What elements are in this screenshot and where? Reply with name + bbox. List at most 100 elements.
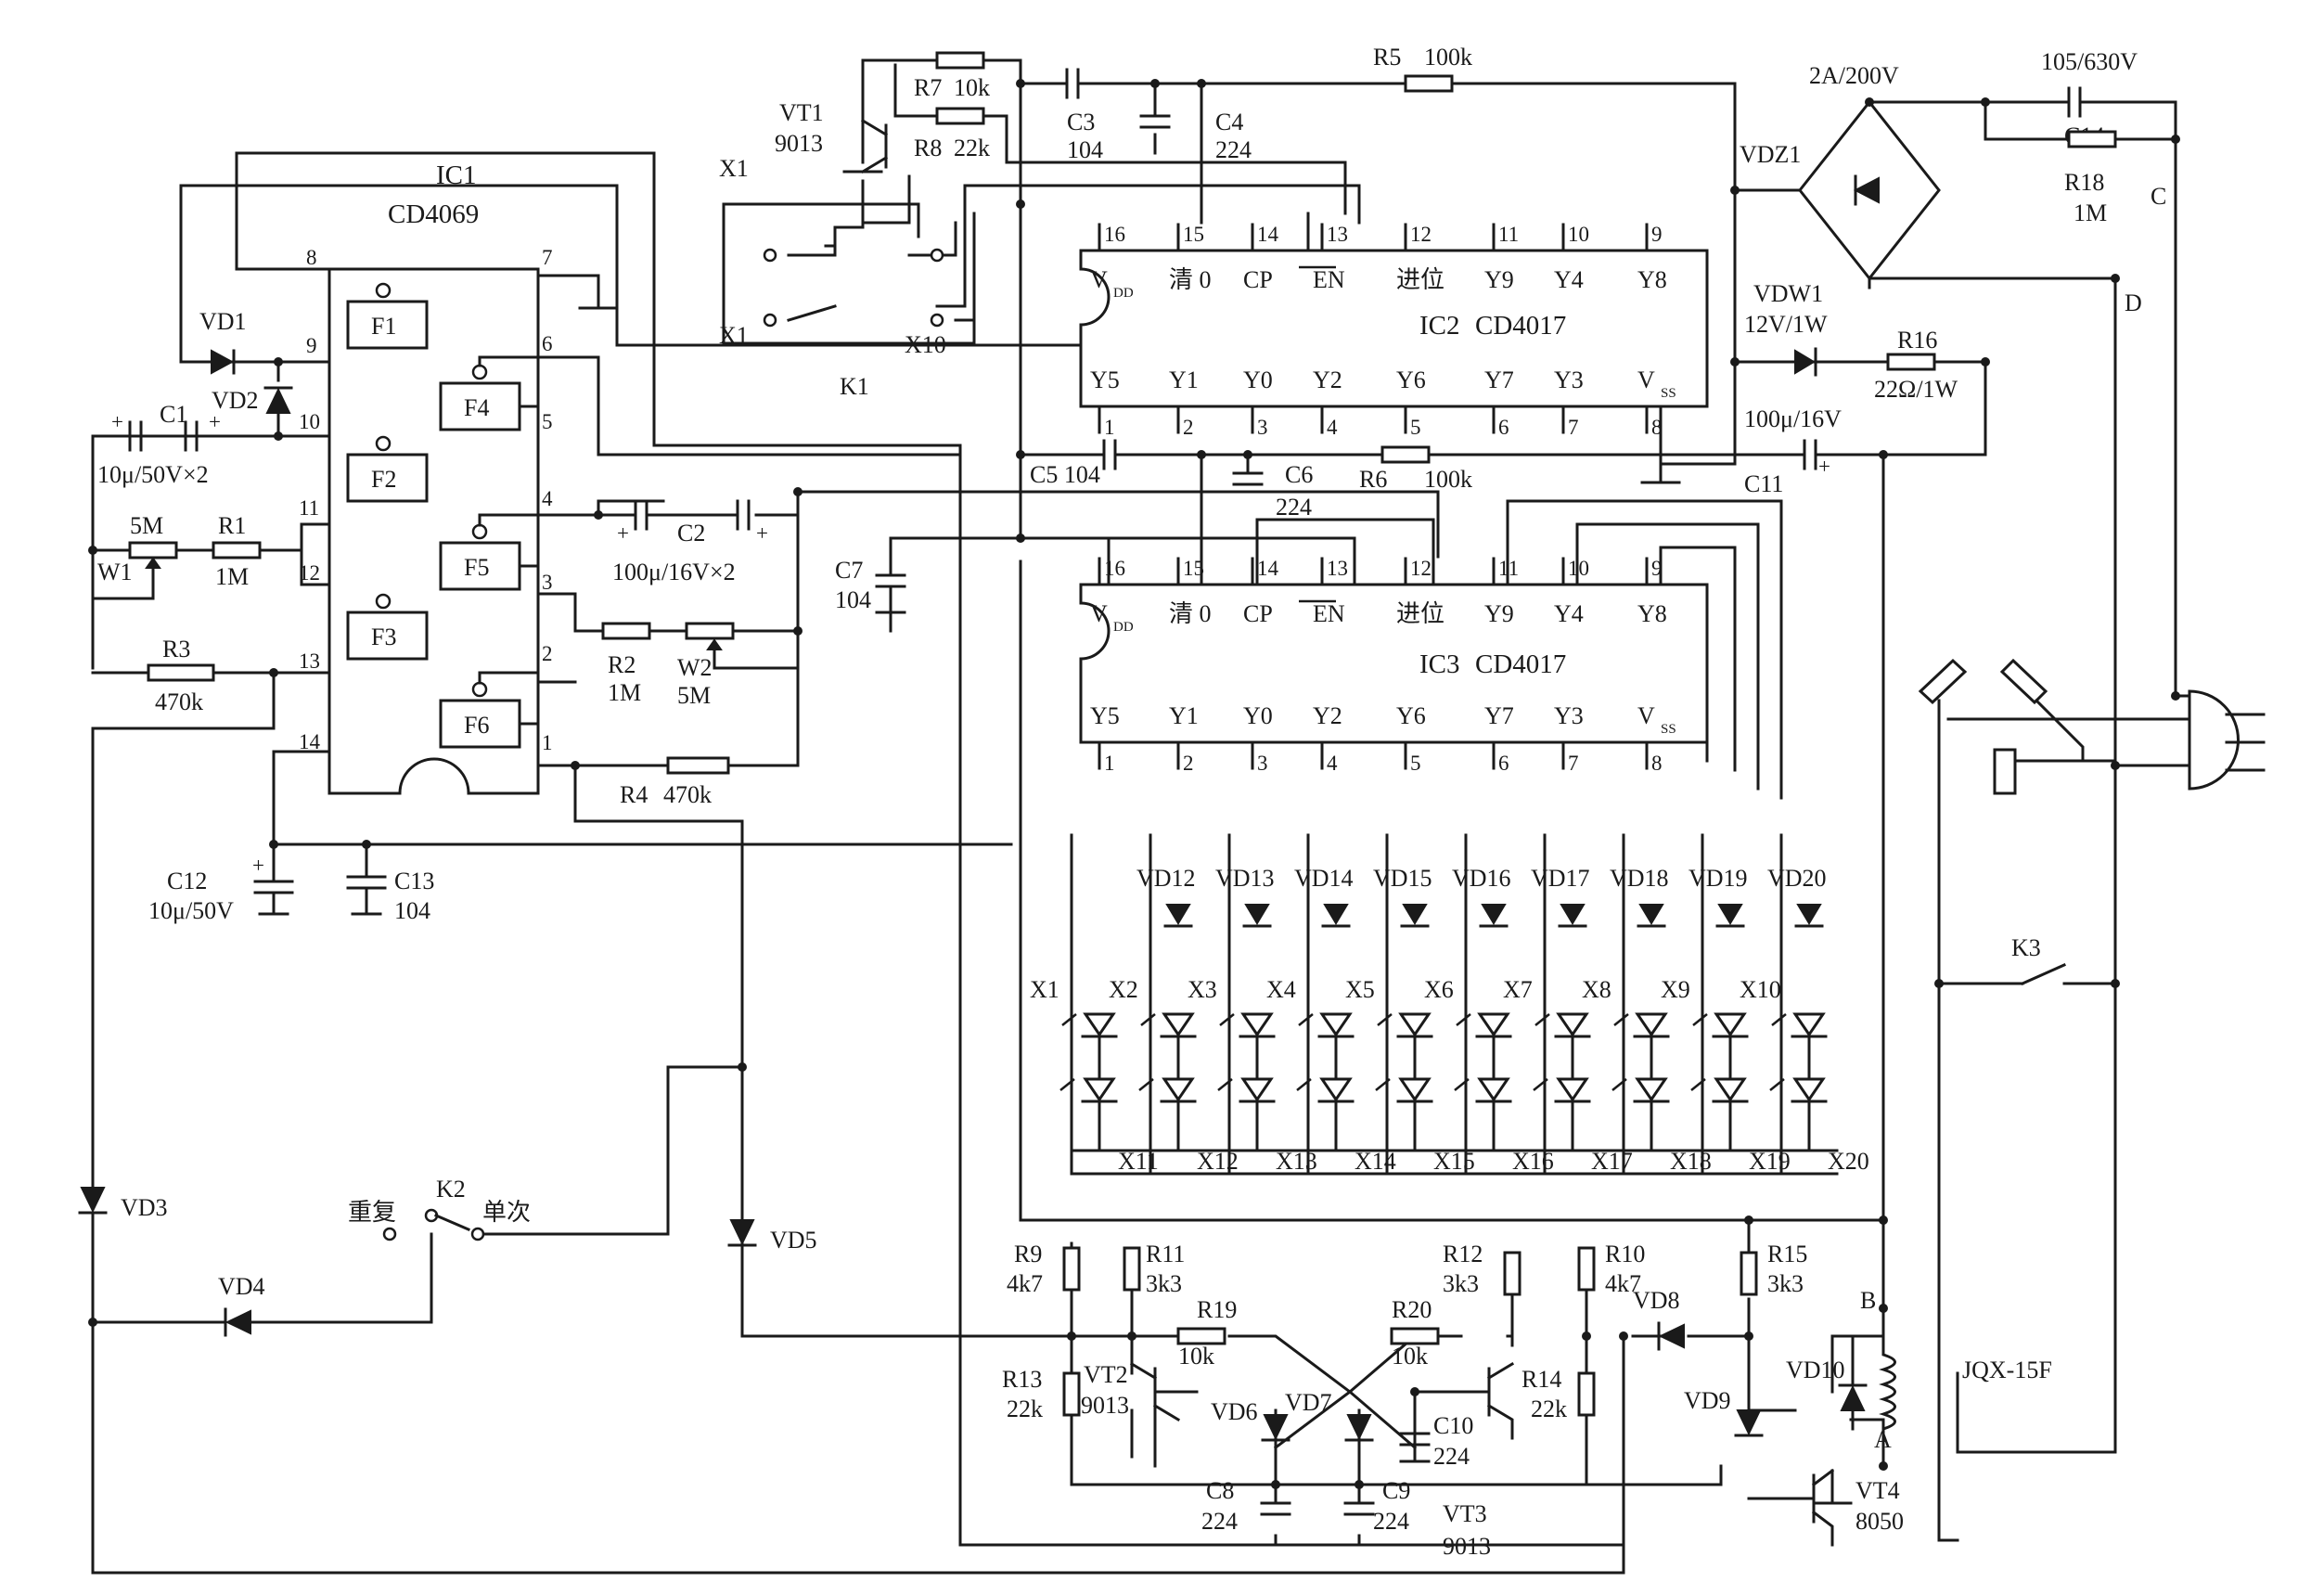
ic3-pins-bot-pin: 4 [1327,752,1338,775]
resistor-r12: R12 3k3 [1443,1241,1522,1297]
diode-vd5: VD5 [727,1219,817,1254]
ic2-pins-bot-label: Y7 [1484,367,1514,393]
ic3-pins-bot-label: Y5 [1090,702,1120,729]
svg-text:R12: R12 [1443,1241,1483,1267]
capacitor-c2: + + C2 100μ/16V×2 [612,499,768,585]
svg-text:R3: R3 [162,636,190,662]
led-ray [1454,1078,1470,1091]
svg-text:VD1: VD1 [199,308,247,335]
switch-k1[interactable]: X1 X1 X10 K1 [719,155,946,400]
svg-text:8050: 8050 [1855,1508,1904,1535]
svg-text:R8: R8 [914,135,942,161]
svg-text:单次: 单次 [482,1199,531,1226]
bottom-wiring [91,1065,1885,1547]
svg-text:B: B [1860,1287,1876,1314]
svg-text:470k: 470k [663,781,712,808]
svg-text:IC3: IC3 [1419,650,1460,679]
svg-text:104: 104 [835,586,871,613]
capacitor-c12: + C12 10μ/50V [148,854,294,924]
gate-f3 [346,611,429,661]
steering-diode [1796,904,1822,925]
svg-text:12V/1W: 12V/1W [1744,311,1828,338]
gate-f2-label: F2 [371,466,396,493]
diode-vd6: VD6 [1211,1398,1290,1442]
svg-text:104: 104 [1067,136,1103,163]
ic3-pins-top-pin: 9 [1651,557,1663,580]
ic1-part: CD4069 [388,199,479,229]
svg-text:X1: X1 [719,322,749,349]
svg-text:3: 3 [542,571,553,594]
resistor-r1: R1 1M [212,512,262,590]
svg-text:K2: K2 [436,1176,466,1203]
led-bottom-label: X15 [1433,1148,1475,1175]
svg-text:12: 12 [299,561,320,585]
resistor-r10: R10 4k7 [1577,1241,1645,1297]
svg-text:1M: 1M [215,563,249,590]
diode-vd2: VD2 [212,386,293,414]
ic2-pins-bot-label: Y6 [1396,367,1426,393]
resistor-r11: R11 3k3 [1123,1241,1185,1297]
resistor-r7: R7 10k [914,51,990,101]
svg-text:VDW1: VDW1 [1753,280,1823,307]
svg-text:22k: 22k [1007,1396,1043,1422]
ic2-pins-top-label: EN [1313,266,1345,293]
diode-vd3: VD3 [78,1187,168,1221]
capacitor-c8: C8 224 [1201,1477,1291,1535]
ic2-pins-top-label: Y8 [1637,266,1667,293]
ic2-pins-bot-pin: 3 [1257,416,1268,439]
svg-text:9013: 9013 [1443,1533,1491,1560]
resistor-r9: R9 4k7 [1007,1241,1081,1297]
relay-label: JQX-15F [1962,1357,2052,1383]
junction-dots [88,79,2180,1489]
svg-text:R14: R14 [1522,1366,1561,1393]
capacitor-c13: C13 104 [346,868,434,924]
resistor-r6: R6 100k [1359,445,1472,493]
resistor-r13: R13 22k [1002,1366,1081,1422]
led-ray [1296,1078,1312,1091]
svg-text:R18: R18 [2064,169,2104,196]
ic2-pins-vdd-sub: DD [1113,286,1134,301]
led-top-label: X5 [1345,976,1375,1003]
led-ray [1534,1013,1550,1026]
svg-text:W1: W1 [97,559,133,585]
svg-text:470k: 470k [155,688,203,715]
steering-diode-label: VD16 [1452,865,1511,892]
resistor-r15: R15 3k3 [1740,1241,1807,1297]
led-top-label: X7 [1503,976,1533,1003]
gate-f6-label: F6 [464,712,489,739]
capacitor-c5: C5 104 [1030,439,1117,488]
svg-text:10k: 10k [954,74,990,101]
svg-text:C13: C13 [394,868,434,894]
led-bottom [1477,1077,1510,1102]
led-ray [1611,1078,1627,1091]
relay-coil: B A [1860,1287,1896,1468]
svg-text:10: 10 [299,410,320,433]
led-bottom-label: X17 [1591,1148,1633,1175]
ic3-pins-top-pin: 15 [1183,557,1204,580]
ic3-pins-bot-label: Y0 [1243,702,1273,729]
svg-text:2: 2 [542,642,553,665]
led-bottom-label: X16 [1512,1148,1554,1175]
gate-f1 [346,300,429,350]
gate-f4 [439,381,521,431]
ic2-pins-bot-label: Y3 [1554,367,1584,393]
ic2-pins-top-label: Y9 [1484,266,1514,293]
ic2-pins-bot-pin: 6 [1498,416,1509,439]
ic3-pins-vss-sub: SS [1661,722,1676,737]
switch-k2[interactable]: 重复 K2 单次 [348,1176,531,1241]
gate-f5-label: F5 [464,554,489,581]
svg-text:R15: R15 [1767,1241,1807,1267]
svg-text:R13: R13 [1002,1366,1042,1393]
svg-text:VD10: VD10 [1786,1357,1845,1383]
led-bottom [1635,1077,1668,1102]
transistor-vt1: VT1 9013 [775,99,889,174]
transistor-vt3: VT3 9013 [1443,1361,1515,1560]
ic2-pins-top-pin: 14 [1257,223,1279,246]
zener-vdw1: VDW1 12V/1W [1744,280,1828,377]
svg-text:VD3: VD3 [121,1194,168,1221]
bridge-rectifier-vdz1: 2A/200V VDZ1 [1740,62,1941,281]
svg-text:R6: R6 [1359,466,1387,493]
led-ray [1769,1078,1785,1091]
